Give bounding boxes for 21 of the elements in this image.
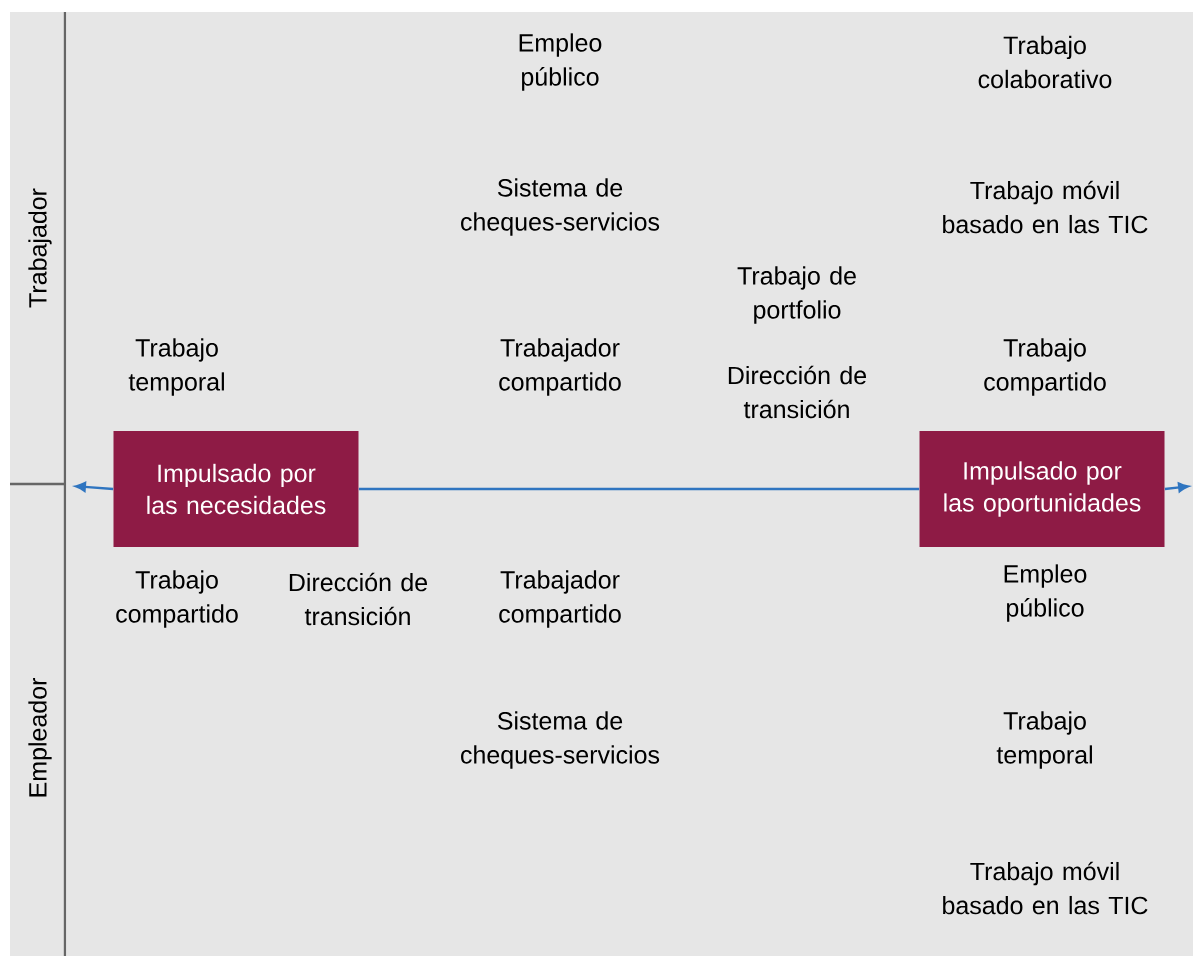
category-label: Trabajador compartido [499,570,621,628]
axis-label: Empleador [28,678,52,797]
category-label: Sistema de cheques-servicios [461,711,660,769]
category-label: Trabajo compartido [984,338,1106,396]
category-label: Dirección de transición [728,365,867,419]
category-label: Trabajador compartido [499,338,621,396]
category-label: Dirección de transición [289,572,428,626]
category-box: Impulsado por las oportunidades [919,431,1165,547]
category-label: Trabajo de portfolio [737,266,856,324]
category-label: Trabajo móvil basado en las TIC [943,861,1148,915]
category-label: Trabajo temporal [128,338,224,396]
category-box: Impulsado por las necesidades [113,431,359,547]
category-label: Empleo público [519,33,602,91]
category-label: Sistema de cheques-servicios [461,178,660,236]
category-label: Trabajo temporal [996,711,1092,769]
category-label: Trabajo móvil basado en las TIC [943,180,1148,234]
category-label: Trabajo compartido [116,570,238,628]
arrow [75,482,114,492]
axis-label: Trabajador [28,188,52,308]
category-label: Trabajo colaborativo [978,35,1112,89]
arrow [1164,482,1189,493]
